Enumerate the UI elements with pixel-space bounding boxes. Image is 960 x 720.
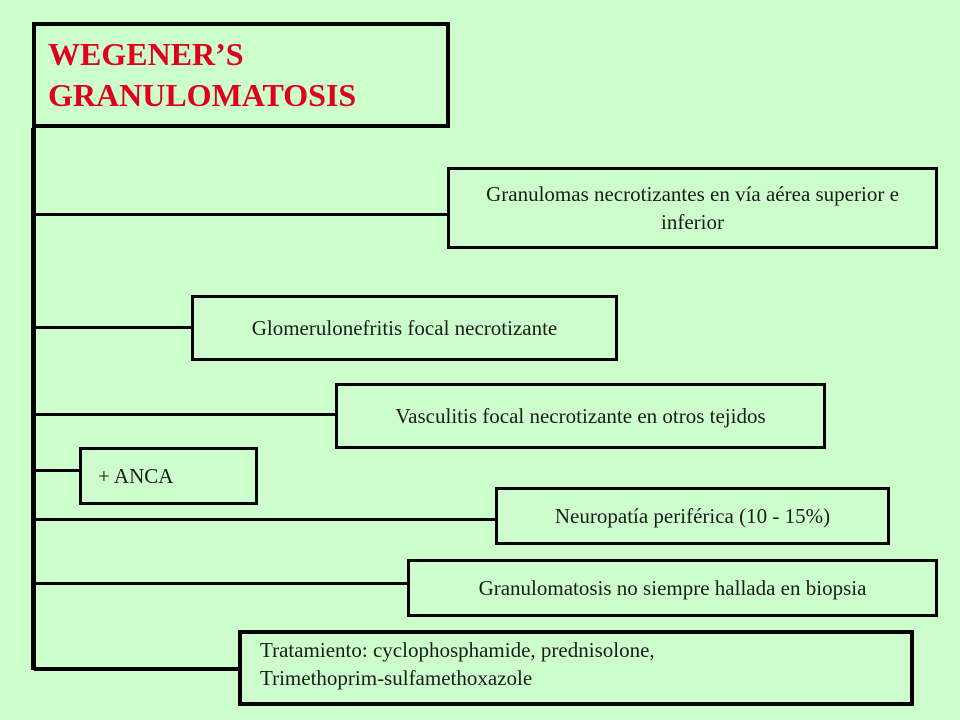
box-granulomas: Granulomas necrotizantes en vía aérea su… xyxy=(447,167,938,249)
title-line-2: GRANULOMATOSIS xyxy=(48,77,357,113)
title-line-1: WEGENER’S xyxy=(48,36,244,72)
treatment-line-2: Trimethoprim-sulfamethoxazole xyxy=(260,666,533,690)
box-glomerulonefritis-text: Glomerulonefritis focal necrotizante xyxy=(251,316,558,340)
box-neuropatia-text: Neuropatía periférica (10 - 15%) xyxy=(554,504,831,528)
connector-granulomatosis xyxy=(34,582,410,585)
box-glomerulonefritis: Glomerulonefritis focal necrotizante xyxy=(191,295,618,361)
box-vasculitis: Vasculitis focal necrotizante en otros t… xyxy=(335,383,826,449)
box-neuropatia: Neuropatía periférica (10 - 15%) xyxy=(495,487,890,545)
box-granulomatosis: Granulomatosis no siempre hallada en bio… xyxy=(407,559,938,617)
box-treatment: Tratamiento: cyclophosphamide, prednisol… xyxy=(238,630,914,706)
box-granulomatosis-text: Granulomatosis no siempre hallada en bio… xyxy=(478,576,867,600)
connector-anca xyxy=(34,469,82,472)
box-granulomas-text: Granulomas necrotizantes en vía aérea su… xyxy=(486,182,899,234)
connector-vasculitis xyxy=(34,413,336,416)
treatment-line-1: Tratamiento: cyclophosphamide, prednisol… xyxy=(260,638,655,662)
connector-neuropatia xyxy=(34,518,498,521)
diagram-spine xyxy=(31,128,36,670)
box-anca-text: + ANCA xyxy=(98,464,174,488)
box-vasculitis-text: Vasculitis focal necrotizante en otros t… xyxy=(395,404,766,428)
box-anca: + ANCA xyxy=(79,447,258,505)
connector-glomerulo xyxy=(34,326,194,329)
connector-granulomas xyxy=(34,213,448,216)
connector-treatment xyxy=(34,667,240,671)
title-box: WEGENER’S GRANULOMATOSIS xyxy=(32,22,450,128)
